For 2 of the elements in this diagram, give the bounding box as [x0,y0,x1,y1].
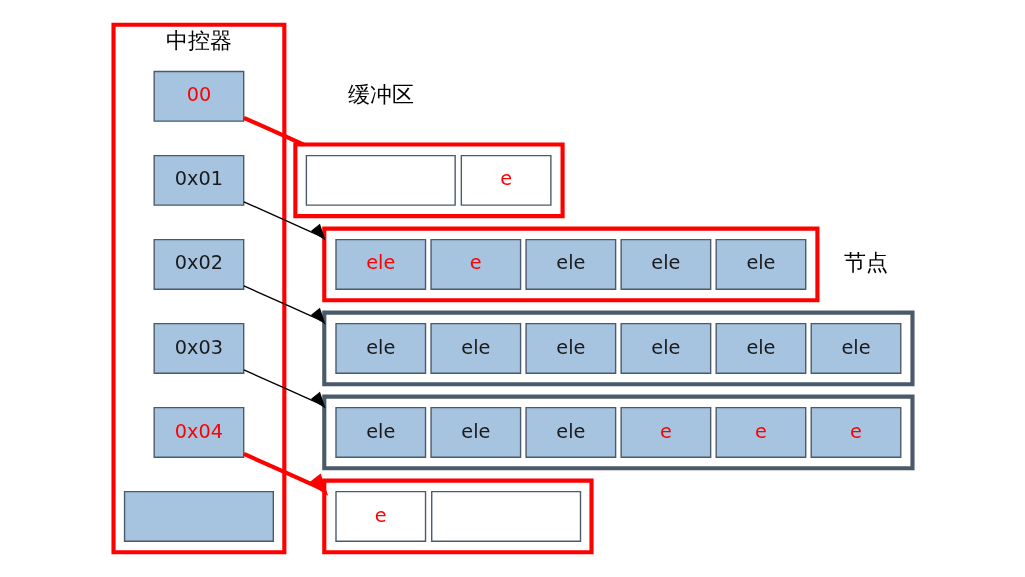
label: 缓冲区 [347,81,414,107]
label: 节点 [843,249,888,275]
